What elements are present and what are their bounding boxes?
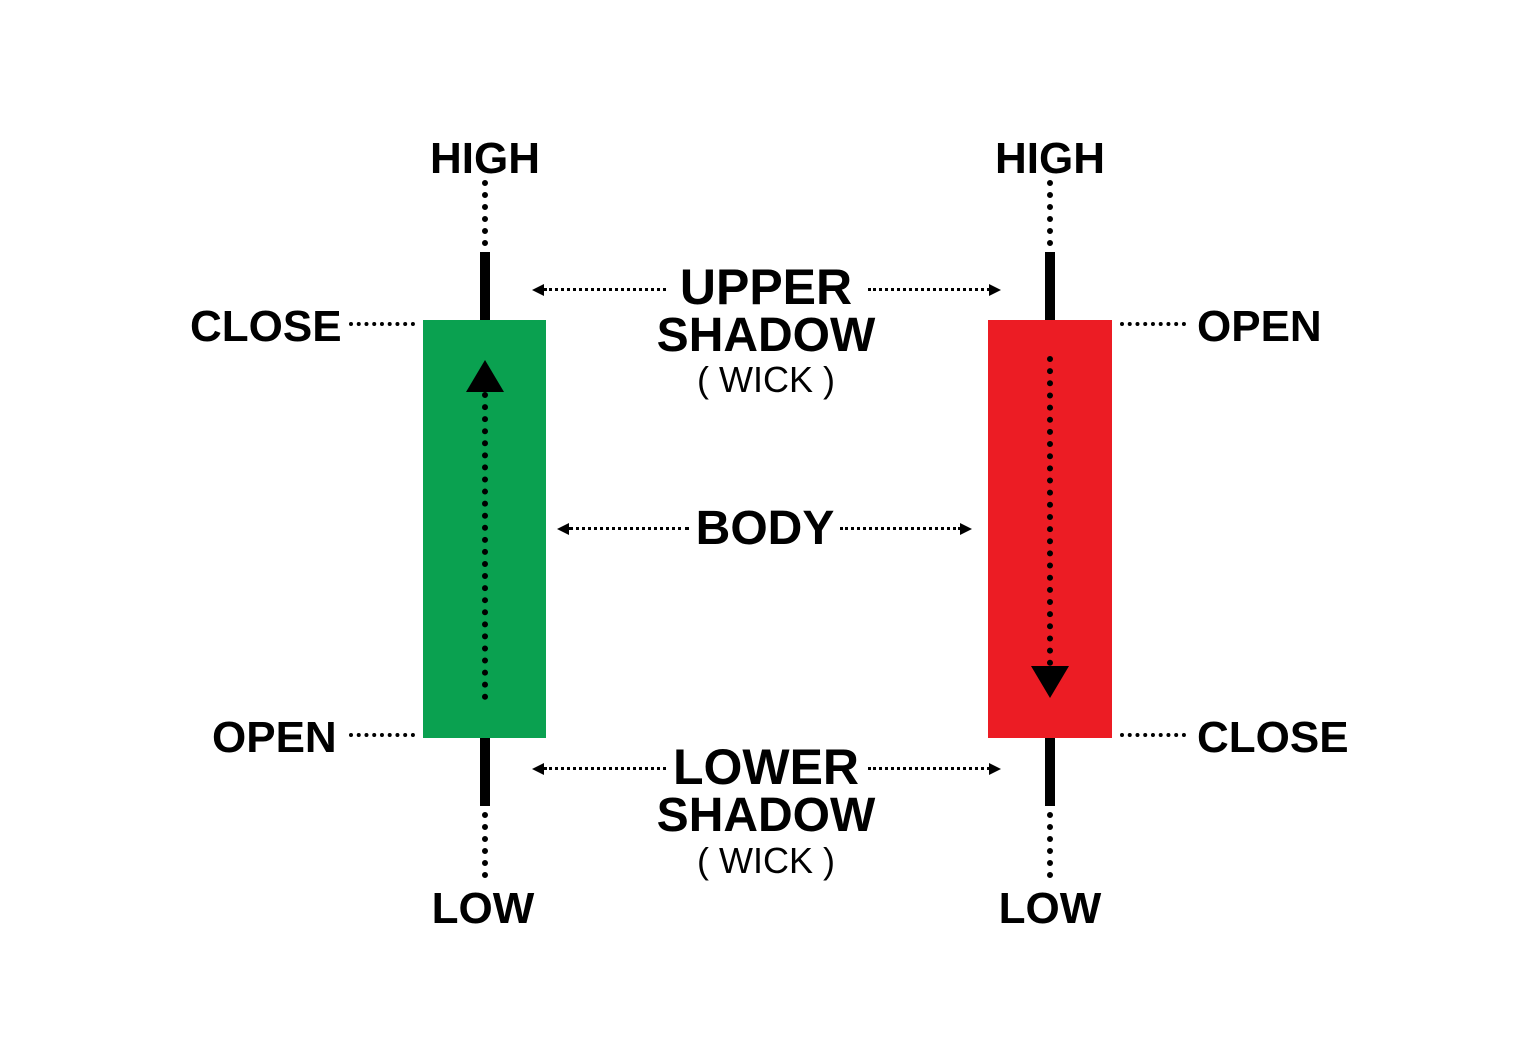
bullish-direction-line xyxy=(482,392,488,700)
bearish-direction-line xyxy=(1047,356,1053,666)
bearish-upper-wick xyxy=(1045,252,1055,322)
body-title: BODY xyxy=(695,502,835,555)
body-right-dotted-arrow xyxy=(840,527,961,530)
bearish-close-leader xyxy=(1120,733,1186,737)
bearish-lower-wick xyxy=(1045,738,1055,806)
bearish-high-label: HIGH xyxy=(995,134,1105,183)
lower-right-arrowhead-icon xyxy=(989,763,1001,775)
bearish-low-label: LOW xyxy=(998,884,1102,933)
bearish-high-dotted-line xyxy=(1047,180,1053,246)
bullish-lower-wick xyxy=(480,738,490,806)
body-left-dotted-arrow xyxy=(569,527,689,530)
lower-shadow-title: LOWER xyxy=(672,739,860,795)
lower-shadow-subtitle: SHADOW xyxy=(656,789,876,842)
bullish-low-dotted-line xyxy=(482,812,488,878)
bearish-low-dotted-line xyxy=(1047,812,1053,878)
upper-right-dotted-arrow xyxy=(868,288,990,291)
body-left-arrowhead-icon xyxy=(557,523,569,535)
bullish-open-label: OPEN xyxy=(212,713,337,762)
bearish-close-label: CLOSE xyxy=(1197,713,1349,762)
bearish-open-label: OPEN xyxy=(1197,302,1322,351)
arrow-up-icon xyxy=(466,360,504,392)
lower-left-arrowhead-icon xyxy=(532,763,544,775)
lower-left-dotted-arrow xyxy=(544,767,666,770)
upper-right-arrowhead-icon xyxy=(989,284,1001,296)
body-right-arrowhead-icon xyxy=(960,523,972,535)
bullish-close-label: CLOSE xyxy=(190,302,342,351)
upper-left-dotted-arrow xyxy=(544,288,666,291)
lower-wick-note: ( WICK ) xyxy=(697,840,835,881)
bullish-open-leader xyxy=(349,733,415,737)
upper-wick-note: ( WICK ) xyxy=(697,359,835,400)
arrow-down-icon xyxy=(1031,666,1069,698)
bullish-high-dotted-line xyxy=(482,180,488,246)
bullish-upper-wick xyxy=(480,252,490,322)
upper-shadow-subtitle: SHADOW xyxy=(656,309,876,362)
upper-left-arrowhead-icon xyxy=(532,284,544,296)
bullish-low-label: LOW xyxy=(431,884,535,933)
upper-shadow-title: UPPER xyxy=(679,259,853,315)
bearish-open-leader xyxy=(1120,322,1186,326)
bullish-close-leader xyxy=(349,322,415,326)
lower-right-dotted-arrow xyxy=(868,767,990,770)
bullish-high-label: HIGH xyxy=(430,134,540,183)
